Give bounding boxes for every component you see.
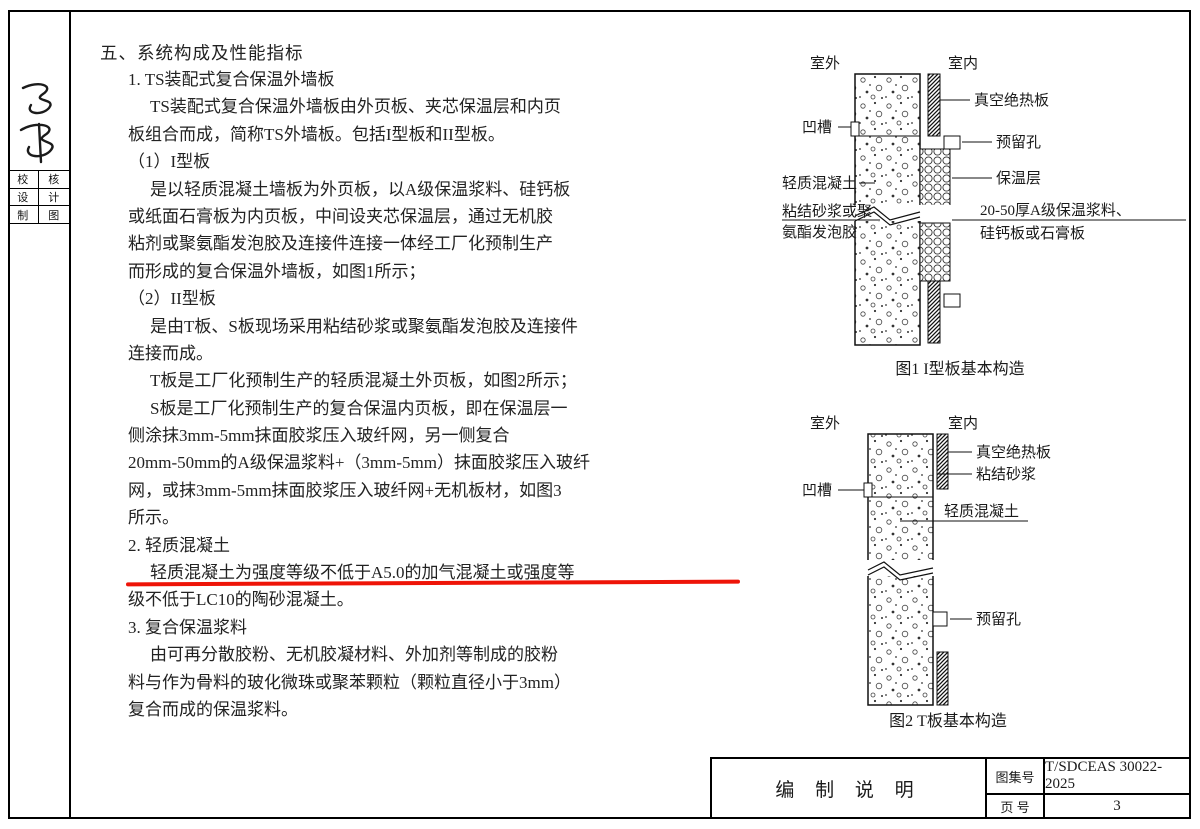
fig1-hole-label: 预留孔 <box>996 134 1041 151</box>
fig1-inner-board-lower <box>927 280 941 344</box>
text-line: 板组合而成，简称TS外墙板。包括I型板和II型板。 <box>128 124 505 144</box>
text-line: TS装配式复合保温外墙板由外页板、夹芯保温层和内页 <box>150 97 561 117</box>
text-line: 由可再分散胶粉、无机胶凝材料、外加剂等制成的胶粉 <box>150 645 558 665</box>
text-line: 料与作为骨料的玻化微珠或聚苯颗粒（颗粒直径小于3mm） <box>128 672 571 692</box>
text-line: （2）II型板 <box>128 289 216 309</box>
fig1-break-line <box>854 206 921 221</box>
stamp-cell: 计 <box>38 189 69 207</box>
text-line: T板是工厂化预制生产的轻质混凝土外页板，如图2所示； <box>150 371 577 391</box>
atlas-number-label: 图集号 <box>987 759 1045 793</box>
fig2-hole-label: 预留孔 <box>976 611 1021 628</box>
fig2-reserved-hole <box>932 611 948 627</box>
fig1-bond-label-line2: 氨酯发泡胶 <box>782 224 857 241</box>
fig2-vacuum-board <box>936 433 949 490</box>
fig1-inside-label: 室内 <box>948 55 978 72</box>
text-line: 复合而成的保温浆料。 <box>128 699 298 719</box>
fig1-vacuum-board <box>927 73 941 137</box>
text-line: 而形成的复合保温外墙板，如图1所示； <box>128 261 426 281</box>
fig1-groove-label: 凹槽 <box>802 119 832 136</box>
signature-area <box>11 78 67 173</box>
fig2-groove-label: 凹槽 <box>802 482 832 499</box>
figure1-caption: 图1 I型板基本构造 <box>895 360 1024 378</box>
figure2-caption: 图2 T板基本构造 <box>889 712 1007 730</box>
fig2-break-gap <box>865 560 937 576</box>
page-border-frame <box>8 10 1191 819</box>
text-line: 是由T板、S板现场采用粘结砂浆或聚氨酯发泡胶及连接件 <box>150 316 578 336</box>
stamp-column-divider <box>69 10 71 819</box>
fig2-break-line <box>867 566 934 581</box>
signature-stroke <box>19 122 54 164</box>
fig2-inner-board-lower <box>936 651 949 706</box>
fig1-break-line <box>854 211 921 226</box>
atlas-number-value: T/SDCEAS 30022-2025 <box>1045 759 1163 792</box>
stamp-grid: 校 核 设 计 制 图 <box>8 170 69 224</box>
fig2-concrete-label: 轻质混凝土 <box>944 503 1019 520</box>
fig1-inner-layer-label-line1: 20-50厚A级保温浆料、 <box>980 201 1131 219</box>
title-block-name: 编 制 说 明 <box>712 759 987 817</box>
text-line: 或纸面石膏板为内页板，中间设夹芯保温层，通过无机胶 <box>128 206 553 226</box>
text-line: 20mm-50mm的A级保温浆料+（3mm-5mm）抹面胶浆压入玻纤 <box>128 453 590 473</box>
figure1-drawing: 室外 室内 真空绝热板 预留孔 保温层 20-50厚A级保温浆料、 硅钙板或石膏… <box>782 55 1186 378</box>
fig1-break-gap <box>852 205 954 221</box>
text-line: 2. 轻质混凝土 <box>128 535 230 555</box>
text-line: 连接而成。 <box>128 343 213 363</box>
text-line: 1. TS装配式复合保温外墙板 <box>128 70 335 89</box>
fig1-reserved-hole <box>943 135 961 150</box>
text-line: 网，或抹3mm-5mm抹面胶浆压入玻纤网+无机板材，如图3 <box>128 480 562 500</box>
stamp-cell: 制 <box>8 206 39 224</box>
text-line: 粘剂或聚氨酯发泡胶及连接件连接一体经工厂化预制生产 <box>128 234 553 254</box>
signature-calligraphy <box>19 83 54 164</box>
stamp-cell: 设 <box>8 188 39 207</box>
stamp-cell: 图 <box>38 206 69 224</box>
text-line: S板是工厂化预制生产的复合保温内页板，即在保温层一 <box>150 398 568 418</box>
text-line-red-underlined: 轻质混凝土为强度等级不低于A5.0的加气混凝土或强度等 <box>100 559 680 586</box>
fig1-insulation-layer-lower <box>919 222 951 282</box>
text-line: （1）I型板 <box>128 152 211 172</box>
fig2-groove-notch <box>863 482 873 498</box>
fig2-outside-label: 室外 <box>810 415 840 432</box>
stamp-cell: 核 <box>38 171 69 189</box>
atlas-number-row: 图集号 T/SDCEAS 30022-2025 <box>987 759 1189 795</box>
text-line: 级不低于LC10的陶砂混凝土。 <box>128 590 354 610</box>
fig1-insulation-label: 保温层 <box>996 170 1041 187</box>
section-heading: 五、系统构成及性能指标 <box>100 43 304 63</box>
signature-stroke <box>21 83 52 115</box>
fig1-reserved-hole-lower <box>943 293 961 308</box>
title-block-right: 图集号 T/SDCEAS 30022-2025 页 号 3 <box>987 759 1189 817</box>
fig1-bond-label-line1: 粘结砂浆或聚 <box>782 202 872 220</box>
figure2-drawing: 室外 室内 真空绝热板 粘结砂浆 凹槽 轻质混凝土 预留孔 图2 T板基本构造 <box>802 415 1051 730</box>
fig1-inner-layer-label-line2: 硅钙板或石膏板 <box>980 224 1085 242</box>
page-number-value: 3 <box>1113 797 1121 814</box>
fig1-vacuum-label: 真空绝热板 <box>974 91 1049 109</box>
fig1-concrete-label: 轻质混凝土 <box>782 175 857 192</box>
fig1-groove-notch <box>850 121 860 137</box>
page-number-label: 页 号 <box>987 795 1045 817</box>
body-text-column: 1. TS装配式复合保温外墙板 TS装配式复合保温外墙板由外页板、夹芯保温层和内… <box>100 66 680 723</box>
text-line: 是以轻质混凝土墙板为外页板，以A级保温浆料、硅钙板 <box>150 179 571 199</box>
fig1-insulation-layer-upper <box>919 148 951 208</box>
text-line: 侧涂抹3mm-5mm抹面胶浆压入玻纤网，另一侧复合 <box>128 426 510 446</box>
fig2-inside-label: 室内 <box>948 415 978 432</box>
fig2-mortar-label: 粘结砂浆 <box>976 465 1036 483</box>
fig1-outside-label: 室外 <box>810 55 840 72</box>
text-line: 所示。 <box>128 508 179 528</box>
stamp-cell: 校 <box>8 171 39 189</box>
text-line: 3. 复合保温浆料 <box>128 617 247 637</box>
fig2-vacuum-label: 真空绝热板 <box>976 443 1051 461</box>
title-block: 编 制 说 明 图集号 T/SDCEAS 30022-2025 页 号 3 <box>710 757 1191 819</box>
fig2-break-line <box>867 561 934 576</box>
page-number-row: 页 号 3 <box>987 795 1189 817</box>
